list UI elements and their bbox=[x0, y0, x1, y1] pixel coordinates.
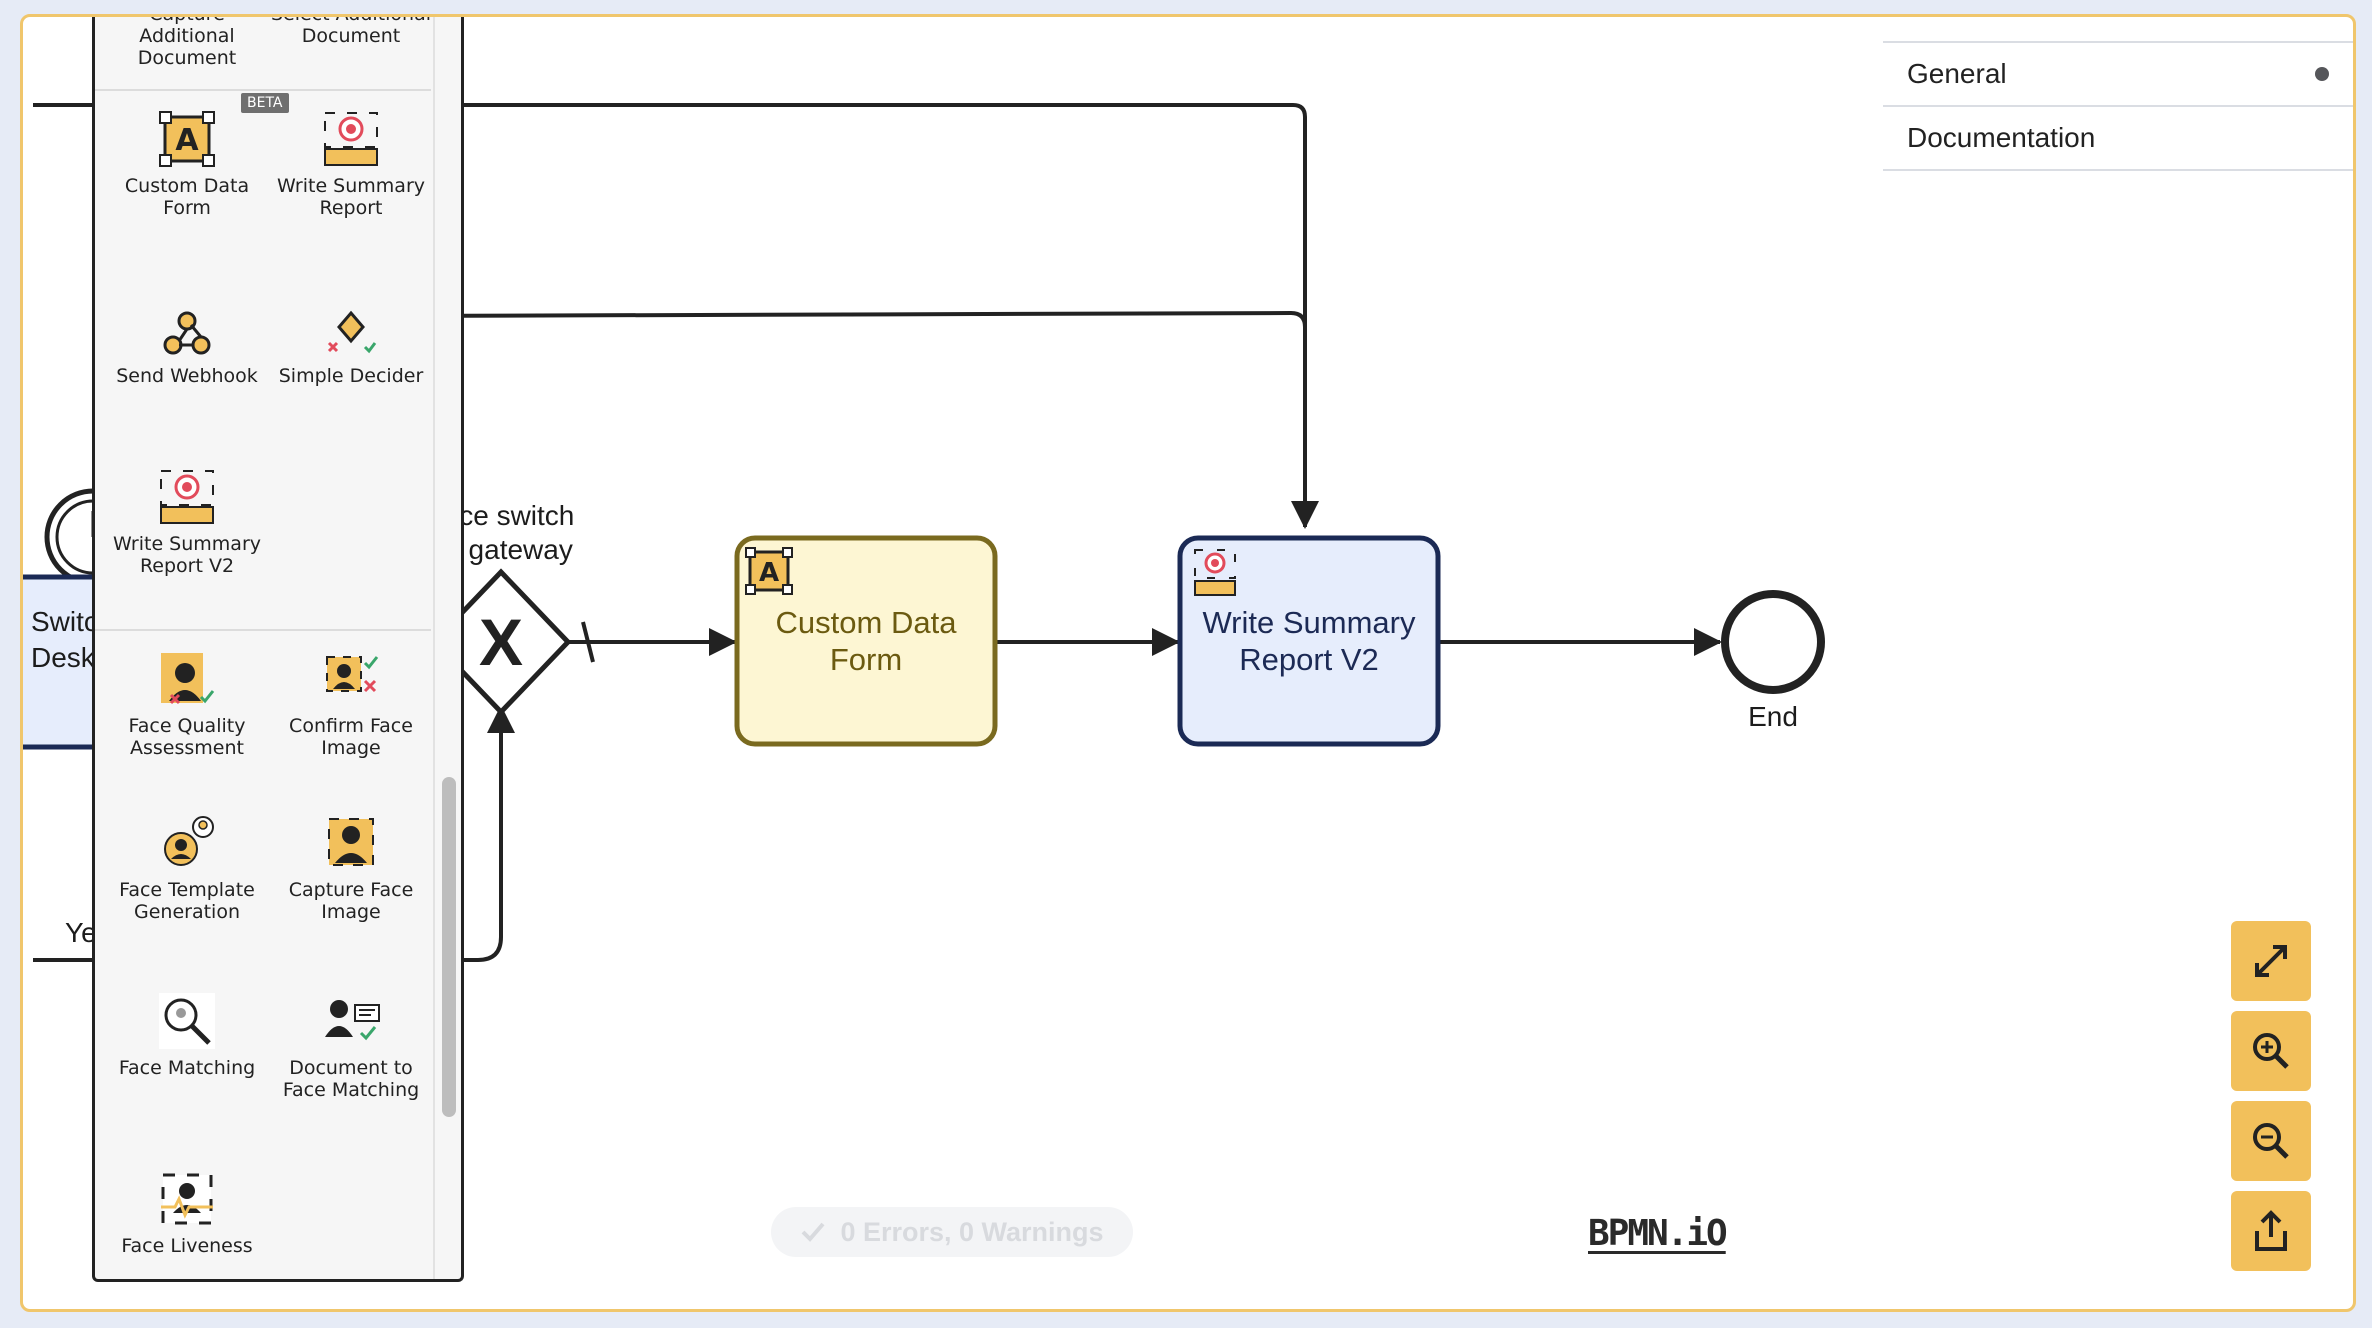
palette-item-label: Write Summary Report V2 bbox=[112, 533, 262, 577]
summary-report-icon bbox=[1194, 549, 1236, 596]
end-event-label: End bbox=[1748, 701, 1798, 732]
palette-item-label: Face Template Generation bbox=[119, 879, 255, 923]
task-summary-label-2: Report V2 bbox=[1239, 642, 1379, 677]
face-matching-icon bbox=[159, 993, 215, 1049]
fullscreen-icon bbox=[2255, 945, 2287, 977]
bpmn-canvas[interactable]: Switc Desk Ye X ice switch t gateway bbox=[23, 17, 2353, 1309]
lint-status[interactable]: 0 Errors, 0 Warnings bbox=[771, 1207, 1133, 1257]
properties-group-documentation[interactable]: Documentation bbox=[1883, 107, 2353, 171]
task-summary-label-1: Write Summary bbox=[1202, 605, 1416, 640]
decider-icon bbox=[327, 310, 377, 354]
palette-simple-decider[interactable]: Simple Decider bbox=[269, 307, 433, 387]
palette-item-label: Send Webhook bbox=[116, 365, 258, 387]
lint-status-text: 0 Errors, 0 Warnings bbox=[840, 1216, 1104, 1247]
check-icon bbox=[802, 1222, 825, 1242]
palette-scrollbar[interactable] bbox=[433, 17, 461, 1279]
properties-group-general[interactable]: General bbox=[1883, 43, 2353, 107]
fullscreen-button[interactable] bbox=[2231, 921, 2311, 1001]
properties-panel: General Documentation bbox=[1883, 17, 2353, 171]
element-palette: Capture Additional Document Select Addit… bbox=[92, 17, 464, 1282]
webhook-icon bbox=[163, 311, 211, 355]
face-quality-icon bbox=[161, 653, 215, 705]
zoom-in-button[interactable] bbox=[2231, 1011, 2311, 1091]
app-frame: Switc Desk Ye X ice switch t gateway bbox=[20, 14, 2356, 1312]
face-template-icon bbox=[164, 816, 214, 866]
capture-face-icon bbox=[328, 818, 374, 866]
palette-document-to-face-matching[interactable]: Document to Face Matching bbox=[269, 991, 433, 1101]
palette-face-quality-assessment[interactable]: Face Quality Assessment bbox=[105, 649, 269, 759]
palette-write-summary-report[interactable]: Write Summary Report bbox=[269, 109, 433, 219]
task-custom-label-2: Form bbox=[830, 642, 902, 677]
partial-task-label-1: Switc bbox=[31, 606, 98, 637]
end-event[interactable] bbox=[1721, 590, 1825, 694]
properties-header-edge bbox=[1883, 17, 2353, 43]
palette-confirm-face-image[interactable]: Confirm Face Image bbox=[269, 649, 433, 759]
sequence-flows[interactable] bbox=[33, 103, 1722, 962]
bpmn-io-logo[interactable]: BPMN.iO bbox=[1588, 1213, 1728, 1254]
gateway-label-1: ice switch bbox=[453, 500, 574, 531]
palette-custom-data-form[interactable]: A Custom Data Form bbox=[105, 109, 269, 219]
palette-item-label: Simple Decider bbox=[278, 365, 424, 387]
partial-task-label-2: Desk bbox=[31, 642, 96, 673]
zoom-out-button[interactable] bbox=[2231, 1101, 2311, 1181]
palette-select-additional-document[interactable]: Select Additional Document bbox=[269, 17, 433, 47]
palette-item-label: Face Quality Assessment bbox=[128, 715, 246, 759]
palette-item-label: Capture Face Image bbox=[288, 879, 414, 923]
palette-item-label: Capture Additional Document bbox=[137, 17, 237, 69]
svg-text:A: A bbox=[175, 123, 199, 158]
task-custom-data-form[interactable]: A Custom Data Form bbox=[734, 535, 998, 747]
palette-scrollbar-thumb[interactable] bbox=[442, 777, 456, 1117]
task-custom-label-1: Custom Data bbox=[776, 605, 958, 640]
palette-item-label: Document to Face Matching bbox=[282, 1057, 420, 1101]
palette-item-label: Select Additional Document bbox=[271, 17, 431, 47]
face-liveness-icon bbox=[161, 1173, 213, 1225]
palette-item-label: Face Matching bbox=[118, 1057, 256, 1079]
palette-send-webhook[interactable]: Send Webhook bbox=[105, 307, 269, 387]
palette-face-template-generation[interactable]: Face Template Generation bbox=[105, 813, 269, 923]
palette-capture-additional-document[interactable]: Capture Additional Document bbox=[105, 17, 269, 69]
summary-report-v2-icon bbox=[160, 470, 214, 524]
confirm-face-icon bbox=[326, 656, 379, 693]
palette-write-summary-report-v2[interactable]: Write Summary Report V2 bbox=[105, 467, 269, 577]
exclusive-gateway[interactable]: X bbox=[430, 568, 572, 716]
data-indicator-dot bbox=[2315, 67, 2329, 81]
properties-group-documentation-label: Documentation bbox=[1907, 122, 2096, 153]
beta-badge: BETA bbox=[241, 93, 289, 113]
task-write-summary-report-v2[interactable]: Write Summary Report V2 bbox=[1177, 535, 1441, 747]
gateway-label-2: t gateway bbox=[453, 534, 573, 565]
flow-label-yes: Ye bbox=[65, 917, 97, 948]
document-face-icon bbox=[325, 1000, 380, 1041]
palette-item-label: Write Summary Report bbox=[276, 175, 426, 219]
palette-separator bbox=[95, 629, 431, 631]
summary-report-icon bbox=[324, 112, 378, 166]
custom-form-icon: A bbox=[745, 547, 793, 595]
palette-capture-face-image[interactable]: Capture Face Image bbox=[269, 813, 433, 923]
palette-item-label: Face Liveness bbox=[121, 1235, 253, 1257]
export-icon bbox=[2255, 1210, 2287, 1251]
palette-separator bbox=[95, 89, 431, 91]
svg-text:A: A bbox=[759, 558, 779, 588]
palette-face-matching[interactable]: Face Matching bbox=[105, 991, 269, 1079]
palette-item-label: Custom Data Form bbox=[124, 175, 250, 219]
properties-group-general-label: General bbox=[1907, 58, 2007, 89]
gateway-x-icon: X bbox=[479, 605, 523, 679]
custom-form-icon: A bbox=[159, 111, 215, 167]
zoom-in-icon bbox=[2253, 1033, 2289, 1069]
export-button[interactable] bbox=[2231, 1191, 2311, 1271]
palette-face-liveness[interactable]: Face Liveness bbox=[105, 1169, 269, 1257]
zoom-out-icon bbox=[2253, 1123, 2289, 1159]
palette-item-label: Confirm Face Image bbox=[289, 715, 413, 759]
